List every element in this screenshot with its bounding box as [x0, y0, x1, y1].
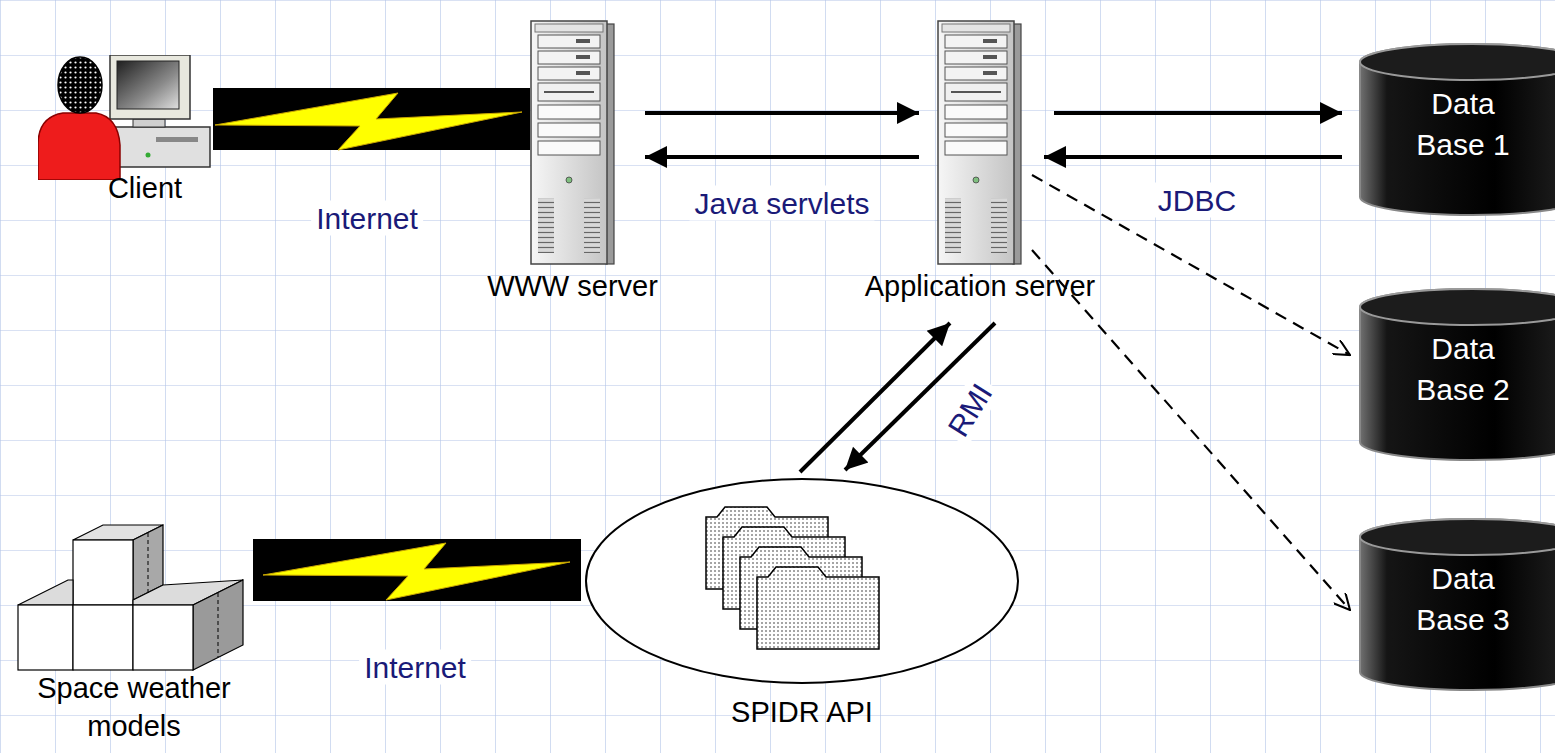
database-cylinder: Data Base 2	[1358, 287, 1555, 462]
arrow-connector	[1054, 111, 1342, 115]
internet-link	[253, 539, 581, 601]
space-weather-models: Space weather models	[4, 490, 264, 747]
lightning-bolt	[263, 543, 570, 600]
space-weather-models-shape	[13, 495, 253, 675]
arrow-connector	[645, 111, 919, 115]
node-label: Client	[81, 172, 209, 205]
database-cylinder-figure	[1360, 519, 1555, 690]
connector-label: Java servlets	[689, 186, 874, 221]
arrow-connector	[800, 323, 950, 472]
www-server-figure	[531, 21, 614, 264]
client-icon: Client	[30, 50, 215, 215]
connector-label: Internet	[311, 201, 423, 236]
client-icon-shape	[38, 55, 213, 180]
database-cylinder: Data Base 3	[1358, 517, 1555, 692]
application-server: Application server	[841, 15, 1119, 315]
database-cylinder-figure	[1360, 289, 1555, 460]
connector-label: Internet	[359, 650, 471, 685]
internet-link	[213, 88, 530, 150]
www-server-shape	[530, 20, 615, 265]
node-label: Data Base 1	[1394, 84, 1532, 165]
lightning-bolt	[215, 93, 522, 150]
database-cylinder-figure	[1360, 44, 1555, 215]
arrow-connector	[1044, 155, 1342, 159]
www-server: WWW server	[471, 15, 674, 315]
spidr-api-ellipse-figure	[586, 479, 1018, 683]
spidr-api-ellipse: SPIDR API	[579, 476, 1025, 740]
dashed-arrow	[1032, 250, 1350, 610]
node-label: Data Base 2	[1394, 329, 1532, 410]
spidr-api-ellipse-shape	[583, 476, 1021, 686]
dashed-arrow	[1032, 175, 1350, 355]
connector-label: RMI	[938, 373, 1002, 447]
arrow-connector	[645, 155, 919, 159]
connector-label: JDBC	[1153, 183, 1241, 218]
node-label: Data Base 3	[1394, 559, 1532, 640]
node-label: WWW server	[471, 270, 674, 303]
node-label: Space weather models	[4, 670, 264, 745]
node-label: SPIDR API	[579, 696, 1025, 729]
client-icon-figure	[38, 55, 210, 180]
space-weather-models-figure	[18, 525, 243, 670]
application-server-shape	[937, 20, 1022, 265]
node-label: Application server	[841, 270, 1119, 303]
database-cylinder: Data Base 1	[1358, 42, 1555, 217]
application-server-figure	[938, 21, 1021, 264]
